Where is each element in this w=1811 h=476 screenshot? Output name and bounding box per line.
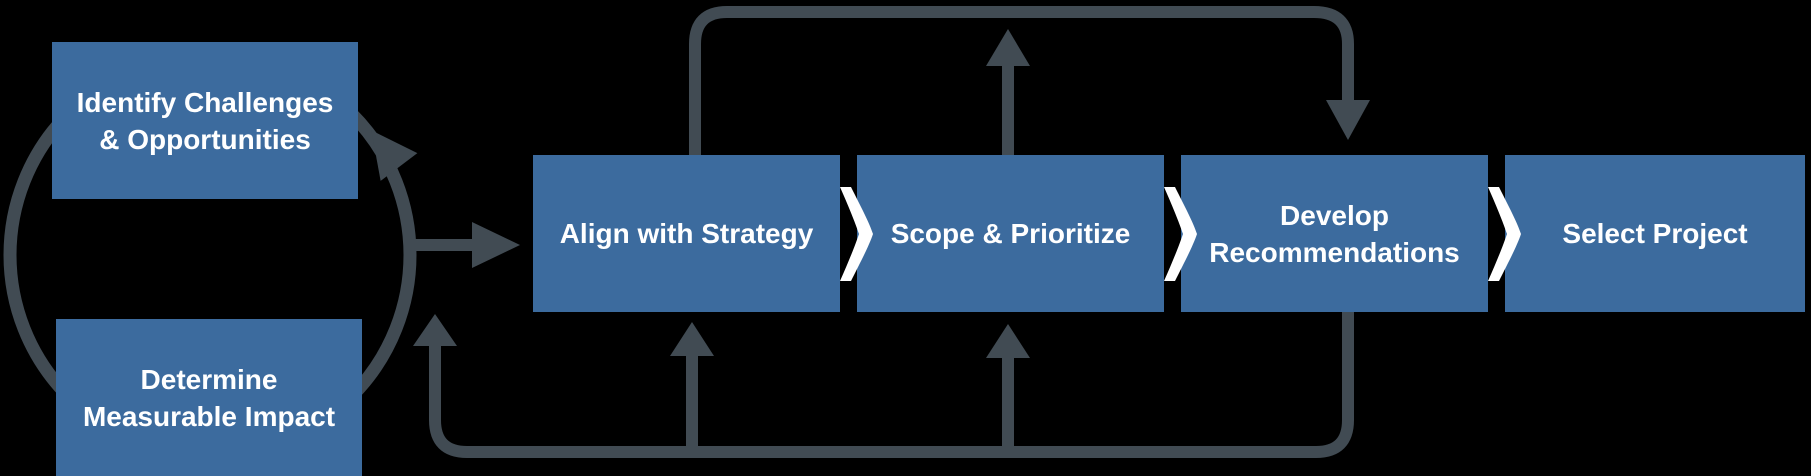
step-box-scope-prioritize: Scope & Prioritize — [857, 155, 1164, 312]
cycle-box-determine-impact: Determine Measurable Impact — [56, 319, 362, 476]
step-box-label-line: Align with Strategy — [559, 218, 814, 249]
bottom-feedback-line — [429, 312, 1354, 458]
bottom-feedback-arrowhead-icon — [413, 314, 457, 346]
step-box-develop-recommendations: Develop Recommendations — [1181, 155, 1488, 312]
top-feedback-line — [689, 6, 1354, 156]
bottom-branch-arrowhead-align-icon — [670, 322, 714, 356]
cycle-box-label-line: & Opportunities — [99, 123, 311, 155]
chevron-right-icon — [1164, 187, 1197, 281]
step-box-label-line: Select Project — [1562, 218, 1748, 249]
chevron-right-icon — [840, 187, 873, 281]
cycle-box-identify-challenges: Identify Challenges & Opportunities — [52, 42, 358, 199]
step-box-align-with-strategy: Align with Strategy — [533, 155, 840, 312]
top-feedback-arrowhead-icon — [1326, 100, 1370, 140]
cycle-box-label-line: Measurable Impact — [82, 400, 336, 432]
cycle-box-label-line: Identify Challenges — [76, 86, 334, 118]
scope-upward-arrowhead-icon — [986, 29, 1030, 66]
step-box-label-line: Recommendations — [1209, 236, 1460, 268]
chevron-right-icon — [1488, 187, 1521, 281]
step-box-select-project: Select Project — [1505, 155, 1805, 312]
bottom-branch-arrowhead-scope-icon — [986, 324, 1030, 358]
step-box-label-line: Scope & Prioritize — [890, 218, 1131, 249]
step-box-label-line: Develop — [1280, 199, 1389, 231]
main-flow-arrowhead-icon — [472, 222, 520, 268]
cycle-box-label-line: Determine — [140, 363, 278, 395]
cycle-loop-arrowhead-icon — [371, 130, 418, 181]
